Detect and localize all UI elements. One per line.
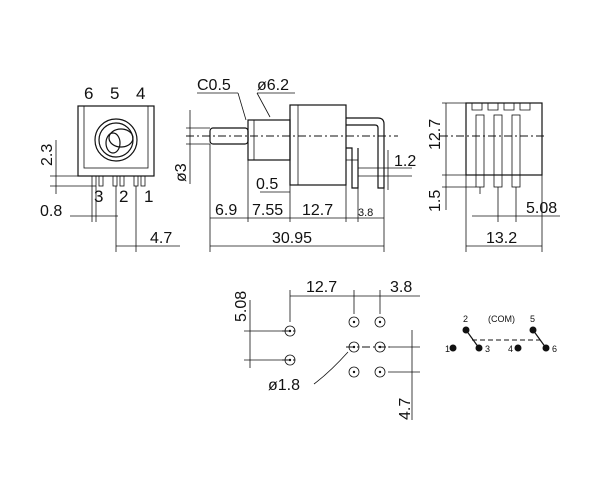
dim-6-9: 6.9 [215,202,237,219]
front-pins [91,175,146,187]
schematic-com-label: (COM) [488,314,515,324]
end-view: 12.7 1.5 5.08 13.2 [427,102,560,252]
label-bushing-dia: ø6.2 [257,77,289,94]
pcb-layout: 12.7 3.8 5.08 ø1.8 4.7 [233,279,420,420]
pin-label-2: 2 [119,187,128,206]
dim-3-8-pcb: 3.8 [390,279,412,296]
pin-label-1: 1 [144,187,153,206]
front-housing [77,105,155,177]
schematic-label-3: 3 [485,344,490,354]
dim-5-08-pcb: 5.08 [233,291,250,322]
schematic-label-2: 2 [463,314,468,324]
dim-hole-dia: ø1.8 [268,377,300,394]
dim-12-7-end: 12.7 [427,119,444,150]
dim-3-8-side: 3.8 [358,207,373,219]
dim-12-7-pcb: 12.7 [306,279,337,296]
front-bushing-outer [94,118,138,162]
dim-7-55: 7.55 [252,202,283,219]
dim-0-8: 0.8 [40,203,62,220]
front-view: 6 5 4 3 2 1 2.3 0.8 [39,84,180,252]
side-view: C0.5 ø6.2 ø3 0.5 1.2 [173,77,416,252]
front-housing-inner [83,105,149,169]
dim-1-2: 1.2 [394,153,416,170]
schematic-pin-1 [449,344,457,352]
dim-1-5: 1.5 [427,190,444,212]
pin-label-5: 5 [110,84,119,103]
side-terminal [346,117,385,189]
dim-0-5: 0.5 [256,176,278,193]
schematic-label-1: 1 [445,344,450,354]
pin-label-4: 4 [136,84,145,103]
dim-4-7: 4.7 [150,230,172,247]
schematic-label-6: 6 [552,344,557,354]
dim-12-7-side: 12.7 [302,202,333,219]
schematic-label-4: 4 [508,344,513,354]
end-pins [475,114,521,194]
front-lever-body [105,132,121,154]
end-housing [465,102,543,176]
pin-label-6: 6 [84,84,93,103]
pin-label-3: 3 [94,187,103,206]
dim-2-3: 2.3 [39,144,56,166]
schematic-label-5: 5 [530,314,535,324]
front-lever-tip [108,128,134,148]
side-pin [346,147,359,189]
dim-4-7-pcb: 4.7 [397,398,414,420]
schematic-pin-4 [514,344,522,352]
schematic: 1 2 3 4 5 6 (COM) [445,314,557,354]
label-chamfer: C0.5 [197,77,231,94]
side-body [289,104,347,186]
dim-lever-dia: ø3 [173,163,190,182]
dim-13-2: 13.2 [486,230,517,247]
dim-total: 30.95 [272,230,312,247]
